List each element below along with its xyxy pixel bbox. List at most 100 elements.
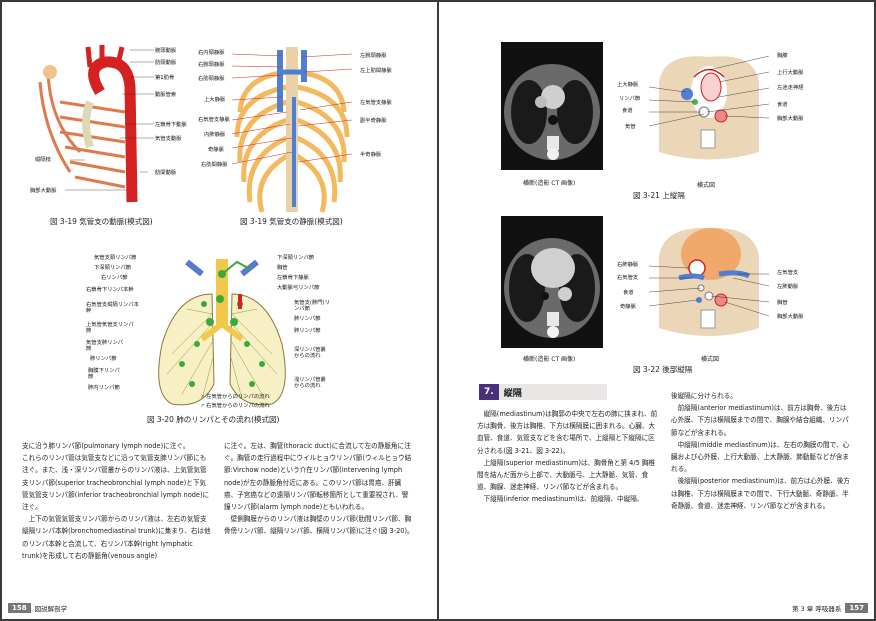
label-intercostal-artery: 肋間動脈: [155, 170, 177, 176]
label-superficial-plexus-flow: 浅リンパ管叢からの流れ: [294, 377, 326, 389]
bronchial-vein-figure: [232, 47, 352, 213]
section-heading: 7. 縦隔: [479, 384, 607, 400]
label-right-bronchomediastinal-trunk: 右気管支縦隔リンパ本幹: [86, 302, 139, 314]
label-subpleural-node: 胸膜下リンパ節: [88, 368, 120, 380]
label-esophagus-322: 食道: [623, 290, 634, 296]
label-ascending-aorta-321: 上行大動脈: [777, 70, 804, 76]
label-left-pulmonary-artery-322: 左肺動脈: [777, 284, 799, 290]
label-bronchopulmonary-node: 気管支肺リンパ節: [86, 340, 124, 352]
left-col1-para3: 上下の気管気管支リンパ節からのリンパ液は、左右の気管支縦隔リンパ本幹(bronc…: [22, 515, 211, 560]
legend-left-flow: ↗ 左気管からのリンパの流れ: [200, 394, 270, 400]
label-accessory-hemiazygos-vein: 副半奇静脈: [360, 118, 387, 124]
ct-image-posterior-mediastinum: [501, 216, 603, 348]
label-pulmonary-node-right-1: 肺リンパ節: [294, 316, 321, 322]
label-aortic-arch-node: 大動脈弓リンパ節: [277, 285, 320, 291]
chapter-title: 第 3 章 呼吸器系: [792, 605, 842, 613]
label-inferior-deep-cervical-node-left: 下深頸リンパ節: [94, 265, 132, 271]
label-thoracic-duct-322: 胸管: [777, 300, 788, 306]
label-azygos-vein-322: 奇静脈: [620, 304, 636, 310]
label-svc-321: 上大静脈: [617, 82, 639, 88]
page-gutter: [437, 0, 439, 621]
right-page-number: 157: [845, 603, 868, 613]
label-left-superior-intercostal-vein: 左上肋間静脈: [360, 68, 392, 74]
fig321-schema-caption: 横式図: [697, 182, 716, 189]
right-body-col1: 縦隔(mediastinum)は胸郭の中央で左右の肺に挟まれ、前方は胸骨、後方は…: [477, 408, 659, 506]
label-superior-vena-cava: 上大静脈: [204, 97, 226, 103]
label-pulmonary-node-left: 肺リンパ節: [90, 356, 117, 362]
label-hemiazygos-vein: 半奇静脈: [360, 152, 382, 158]
left-col2-para2: 壁側胸膜からのリンパ液は胸壁のリンパ節(肋間リンパ節、胸骨傍リンパ節、縦隔リンパ…: [224, 515, 414, 536]
label-thoracic-duct: 胸管: [277, 265, 288, 271]
book-title: 図説解剖学: [34, 605, 68, 613]
label-bronchial-artery: 気管支動脈: [155, 136, 182, 142]
label-right-pulmonary-vein-322: 右肺静脈: [617, 262, 639, 268]
right-col2-para2: 前縦隔(anterior mediastinum)は、前方は胸骨、後方は心外膜、…: [671, 404, 849, 437]
label-left-subclavian-vein: 左鎖骨下静脈: [277, 275, 309, 281]
section-title: 縦隔: [503, 388, 522, 399]
label-intrapulmonary-node: 肺内リンパ節: [88, 385, 120, 391]
label-esophagus-321-left: 食道: [622, 108, 633, 114]
label-costocervical-artery: 肋頸動脈: [155, 60, 177, 66]
right-page: 横断(造影 CT 画像) 上大静脈 リンパ節 食道 気管 胸腺 上行大動脈 左迷…: [439, 2, 874, 619]
label-first-rib: 第1肋骨: [155, 75, 175, 81]
label-thymus-321: 胸腺: [777, 53, 788, 59]
fig321-ct-caption: 横断(造影 CT 画像): [523, 180, 576, 187]
left-body-col2: に注ぐ。左は、胸管(thoracic duct)に合流して左の静脈角に注ぐ。胸管…: [224, 440, 414, 538]
label-left-brachiocephalic-vein: 左腕頭静脈: [360, 53, 387, 59]
label-right-internal-jugular-vein: 右内頸静脈: [198, 50, 225, 56]
label-inferior-deep-cervical-node-right: 下深頸リンパ節: [277, 255, 315, 261]
left-page-number: 158: [8, 603, 31, 613]
left-page: 腕頭動脈 肋頸動脈 第1肋骨 動脈管索 左鎖骨下動脈 気管支動脈 縦隔枝 肋間動…: [2, 2, 437, 619]
right-body-col2: 後縦隔に分けられる。 前縦隔(anterior mediastinum)は、前方…: [671, 390, 853, 512]
label-lymph-node-321: リンパ節: [619, 96, 641, 102]
label-left-vagus-321: 左迷走神経: [777, 85, 804, 91]
right-footer: 第 3 章 呼吸器系 157: [792, 603, 868, 613]
label-mediastinal-branch: 縦隔枝: [35, 157, 51, 163]
fig322-caption: 図 3-22 後部縦隔: [633, 365, 693, 374]
section-number: 7.: [479, 384, 499, 400]
right-col2-para4: 後縦隔(posterior mediastinum)は、前方は心外膜、後方は胸椎…: [671, 477, 850, 510]
label-trachea-321: 気管: [625, 124, 636, 130]
label-pulmonary-node-right-2: 肺リンパ節: [294, 328, 321, 334]
right-col1-para3: 下縦隔(inferior mediastinum)は、前縦隔、中縦隔、: [483, 495, 644, 504]
right-col1-para2: 上縦隔(superior mediastinum)は、胸骨角と第 4/5 胸椎間…: [477, 458, 656, 492]
label-thoracic-aorta-321: 胸部大動脈: [777, 116, 804, 122]
fig322-schema-caption: 横式図: [701, 356, 720, 363]
fig322-ct-caption: 横断(造影 CT 画像): [523, 356, 576, 363]
left-col1-para1: 支に沿う肺リンパ節(pulmonary lymph node)に注ぐ。: [22, 442, 190, 450]
fig321-caption: 図 3-21 上縦隔: [633, 191, 685, 200]
label-brachiocephalic-artery: 腕頭動脈: [155, 48, 177, 54]
label-right-bronchial-vein: 右気管支静脈: [198, 117, 230, 123]
label-internal-pulmonary-vein: 内肺静脈: [204, 132, 226, 138]
label-right-intercostal-vein: 右肋間静脈: [201, 162, 228, 168]
left-col1-para2: これらのリンパ管は気管支などに沿って気管支肺リンパ節にも注ぐ。また、浅・深リンパ…: [22, 454, 210, 512]
lung-lymph-figure: [158, 259, 286, 406]
left-col2-para1: に注ぐ。左は、胸管(thoracic duct)に合流して左の静脈角に注ぐ。胸管…: [224, 442, 412, 512]
label-ligamentum-arteriosum: 動脈管索: [155, 92, 177, 98]
label-hilar-node: 気管支(肺門)リンパ節: [294, 300, 330, 312]
schema-superior-mediastinum: [649, 55, 769, 160]
bronchial-artery-figure: [38, 45, 154, 203]
label-bronchocervical-node: 気管支頸リンパ節: [94, 255, 137, 261]
right-col2-para1: 後縦隔に分けられる。: [671, 392, 737, 400]
label-left-subclavian-artery: 左鎖骨下動脈: [155, 122, 187, 128]
left-body-col1: 支に沿う肺リンパ節(pulmonary lymph node)に注ぐ。 これらの…: [22, 440, 212, 562]
label-right-bronchus-322: 右気管支: [617, 275, 639, 281]
legend-right-flow: ↗ 右気管からのリンパの流れ: [200, 403, 270, 409]
label-right-node: 右リンパ節: [101, 275, 128, 281]
right-col2-para3: 中縦隔(middle mediastinum)は、左右の胸膜の間で、心臓および心…: [671, 440, 850, 474]
label-left-bronchial-vein: 左気管支静脈: [360, 100, 392, 106]
left-footer: 158 図説解剖学: [8, 603, 67, 613]
label-thoracic-aorta: 胸部大動脈: [30, 188, 57, 194]
label-right-brachiocephalic-vein: 右腕頭静脈: [198, 62, 225, 68]
label-right-subclavian-trunk: 右鎖骨下リンパ本幹: [86, 287, 134, 293]
label-left-bronchus-322: 左気管支: [777, 270, 799, 276]
label-superior-tracheobronchial-node: 上気管気管支リンパ節: [86, 322, 134, 334]
label-esophagus-321-right: 食道: [777, 102, 788, 108]
fig319b-caption: 図 3-19 気管支の静脈(模式図): [240, 217, 343, 226]
label-right-costocervical-vein: 右肋頸静脈: [198, 76, 225, 82]
label-deep-plexus-flow: 深リンパ管叢からの流れ: [294, 347, 326, 359]
ct-image-superior-mediastinum: [501, 42, 603, 170]
fig319a-caption: 図 3-19 気管支の動脈(模式図): [50, 217, 153, 226]
label-azygos-vein: 奇静脈: [208, 147, 224, 153]
